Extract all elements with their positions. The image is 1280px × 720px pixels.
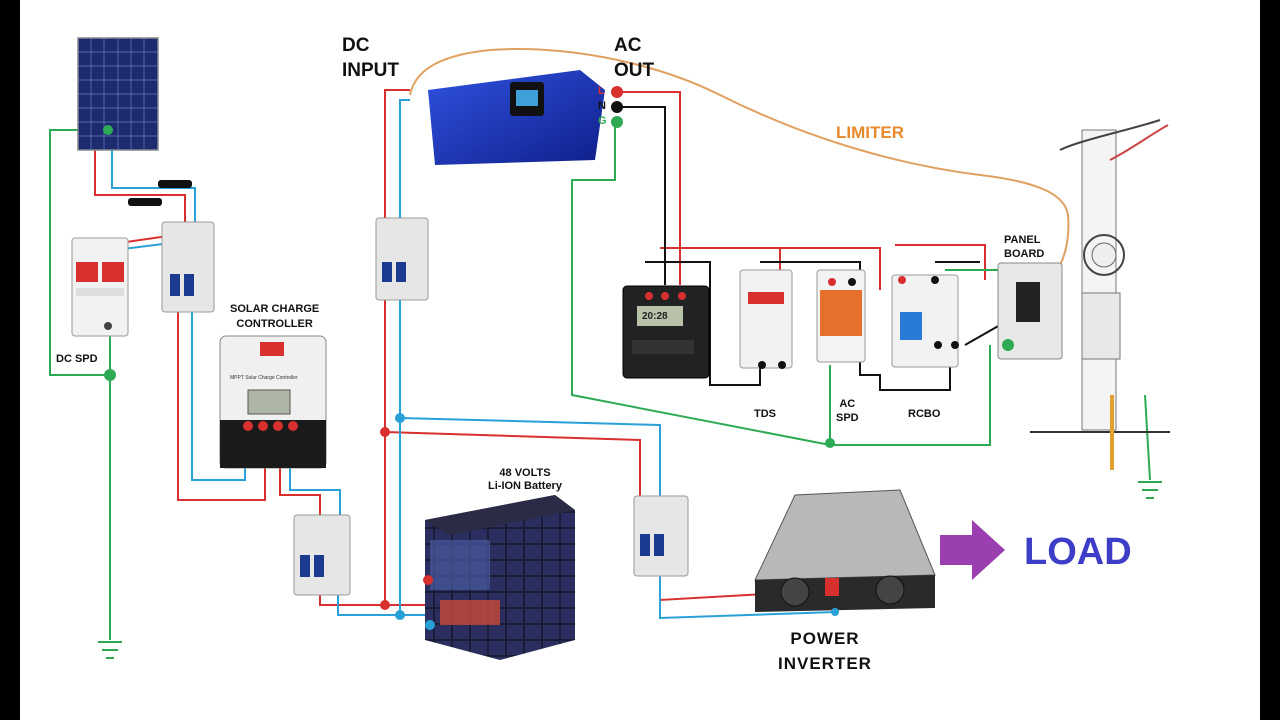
terminal-n-label: N [598, 100, 606, 112]
dc-breaker-pv [161, 221, 215, 313]
battery-pack [425, 495, 575, 660]
power-inverter-label-line1: POWER [790, 629, 860, 648]
terminal-l-label: L [598, 85, 605, 97]
ac-out-label-line2: OUT [614, 59, 655, 81]
panel-board-device [997, 262, 1063, 360]
dc-breaker-input [375, 217, 429, 301]
load-label: LOAD [1024, 531, 1132, 573]
power-inverter-label: POWER INVERTER [778, 627, 872, 676]
dc-spd-label: DC SPD [56, 353, 98, 365]
ac-spd-device [816, 269, 866, 363]
power-inverter-device [754, 489, 936, 616]
tds-label: TDS [754, 408, 776, 420]
dc-input-label: DC INPUT [342, 34, 399, 83]
ground-icon [98, 641, 122, 659]
solar-charge-controller-device [219, 335, 327, 469]
ground-icon [1138, 481, 1162, 499]
battery-label-line1: 48 VOLTS [499, 467, 551, 479]
ac-out-label-line1: AC [614, 35, 642, 56]
ac-spd-label-line1: AC [839, 398, 856, 410]
controller-brand-text: MPPT Solar Charge Controller [230, 375, 298, 381]
ac-spd-label: AC SPD [836, 397, 859, 426]
ac-spd-label-line2: SPD [836, 412, 859, 425]
power-inverter-label-line2: INVERTER [778, 653, 872, 673]
panel-board-label-line2: BOARD [1004, 248, 1045, 261]
load-arrow-icon [940, 520, 1005, 580]
dc-spd-device [71, 237, 129, 337]
ac-terminals [611, 86, 623, 128]
limiter-label: LIMITER [836, 123, 904, 142]
timer-display-text: 20:28 [642, 311, 668, 322]
dc-breaker-inverter [633, 495, 689, 577]
solar-panel [77, 37, 159, 151]
ac-out-label: AC OUT [614, 34, 654, 83]
rcbo-label: RCBO [908, 408, 941, 420]
meter-pole [1030, 119, 1170, 470]
terminal-g-label: G [598, 115, 607, 127]
limiter-wire [409, 48, 1070, 266]
panel-board-label-line1: PANEL [1004, 234, 1041, 246]
timer-device [622, 285, 710, 379]
battery-label-line2: Li-ION Battery [488, 480, 562, 493]
rcbo-device [891, 274, 959, 368]
diagram-canvas: DC INPUT AC OUT L N G LIMITER PANEL BOAR… [20, 0, 1260, 720]
mc4-connector-icon [128, 180, 192, 206]
wiring-diagram [49, 37, 1170, 660]
dc-input-label-line1: DC [342, 35, 370, 56]
ground-wires [49, 122, 1151, 640]
solar-charge-controller-label-line1: SOLAR CHARGE [230, 303, 320, 315]
grid-tie-inverter [428, 70, 605, 165]
terminal-dots [103, 125, 959, 630]
dc-input-label-line2: INPUT [342, 59, 399, 81]
panel-board-label: PANEL BOARD [1004, 233, 1044, 262]
tds-device [739, 269, 793, 369]
dc-breaker-battery [293, 514, 351, 596]
solar-charge-controller-label: SOLAR CHARGE CONTROLLER [230, 302, 319, 333]
battery-label: 48 VOLTS Li-ION Battery [488, 467, 562, 493]
neutral-wires [615, 106, 1001, 391]
solar-charge-controller-label-line2: CONTROLLER [236, 318, 313, 331]
